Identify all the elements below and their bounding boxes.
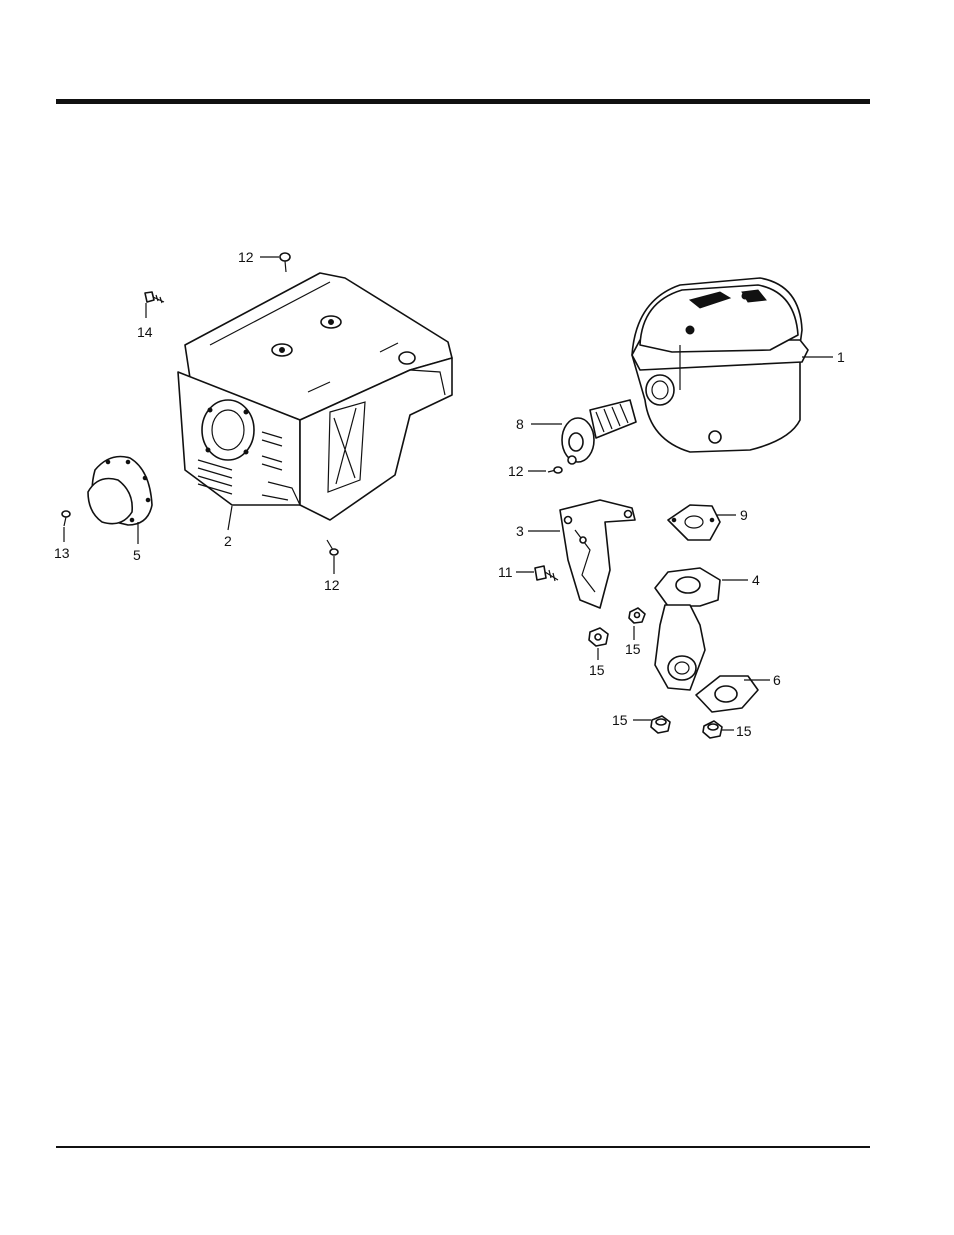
exhaust-pipe [655, 568, 720, 690]
callout-1: 1 [837, 349, 845, 365]
callout-3: 3 [516, 523, 524, 539]
muffler-protector [178, 273, 452, 520]
screw-12-top [280, 253, 290, 272]
screw-12-right [548, 467, 562, 473]
callout-4: 4 [752, 572, 760, 588]
callout-9: 9 [740, 507, 748, 523]
callout-15-c: 15 [612, 712, 628, 728]
screw-13 [62, 511, 70, 526]
muffler-stay [560, 500, 635, 608]
bolt-11 [535, 566, 558, 581]
callout-12-right: 12 [508, 463, 524, 479]
callout-13: 13 [54, 545, 70, 561]
nut-15-d [703, 721, 722, 738]
callout-14: 14 [137, 324, 153, 340]
callout-8: 8 [516, 416, 524, 432]
callout-15-d: 15 [736, 723, 752, 739]
nut-15-c [651, 716, 670, 733]
callout-5: 5 [133, 547, 141, 563]
gasket-6 [696, 676, 758, 712]
callout-15-a: 15 [589, 662, 605, 678]
callout-6: 6 [773, 672, 781, 688]
callout-12-lower: 12 [324, 577, 340, 593]
nut-15-a [589, 628, 608, 646]
callout-2: 2 [224, 533, 232, 549]
muffler-cap [88, 457, 152, 526]
muffler [632, 278, 808, 452]
nut-15-b [629, 608, 645, 623]
spark-arrester [562, 400, 636, 464]
callout-11: 11 [498, 564, 513, 580]
screw-12-lower [327, 540, 338, 555]
callout-12-top: 12 [238, 249, 254, 265]
gasket-9 [668, 505, 720, 540]
callout-15-b: 15 [625, 641, 641, 657]
bolt-14 [145, 292, 164, 303]
